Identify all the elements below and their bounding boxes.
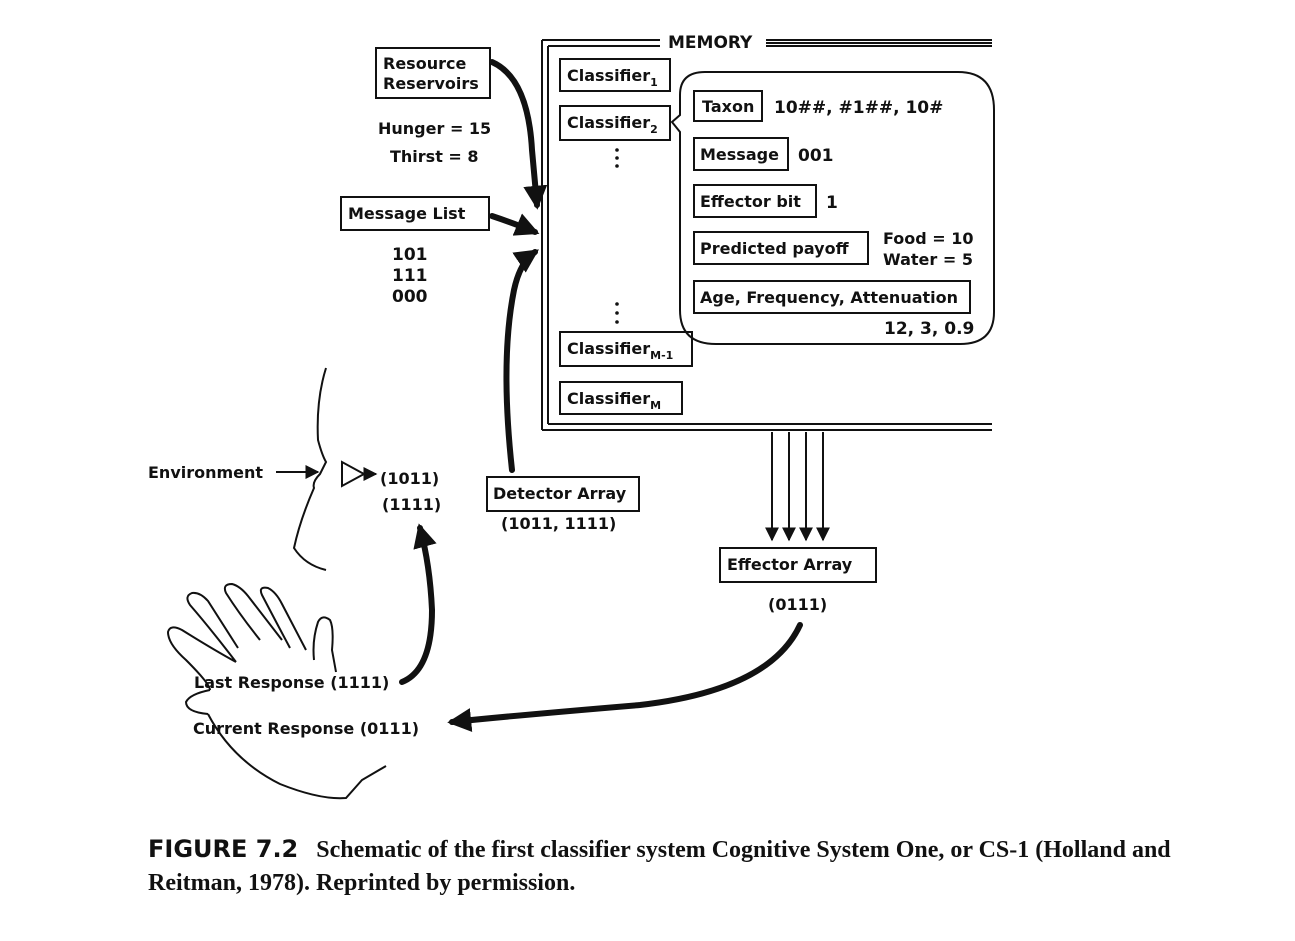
svg-text:ClassifierM: ClassifierM <box>567 389 661 412</box>
detector-array-value: (1011, 1111) <box>501 514 616 533</box>
message-value: 001 <box>798 146 834 166</box>
classifier-m: ClassifierM <box>559 381 683 415</box>
taxon-label: Taxon <box>702 97 754 116</box>
classifier-ellipsis-bottom <box>615 302 619 324</box>
classifier-m-sub: M <box>650 399 661 412</box>
effector-array: Effector Array (0111) <box>719 547 877 614</box>
memory-to-effector-arrows <box>765 432 830 542</box>
classifier-2: Classifier2 <box>559 105 671 141</box>
resource-label-line1: Resource <box>383 54 466 73</box>
classifier-ellipsis-top <box>615 148 619 168</box>
eye-icon <box>341 460 367 488</box>
responses: Last Response (1111) Current Response (0… <box>193 673 419 738</box>
head-profile <box>292 367 378 571</box>
environment-label: Environment <box>148 463 263 482</box>
message-list-item-3: 000 <box>392 287 428 307</box>
taxon-row: Taxon 10##, #1##, 10# <box>693 90 943 122</box>
predicted-payoff-label: Predicted payoff <box>700 239 850 258</box>
message-list-item-2: 111 <box>392 266 428 286</box>
resource-arrow <box>489 59 548 210</box>
predicted-payoff-row: Predicted payoff Food = 10 Water = 5 <box>693 229 974 269</box>
resource-reservoirs: Resource Reservoirs Hunger = 15 Thirst =… <box>375 47 491 166</box>
svg-text:ClassifierM-1: ClassifierM-1 <box>567 339 673 362</box>
message-list-item-1: 101 <box>392 245 428 265</box>
last-response-arrow <box>399 523 437 685</box>
svg-text:Classifier1: Classifier1 <box>567 66 658 89</box>
detector-arrow <box>503 249 539 473</box>
environment: Environment (1011) (1111) <box>148 463 441 514</box>
effector-array-value: (0111) <box>768 595 827 614</box>
last-response: Last Response (1111) <box>194 673 389 692</box>
message-list-arrow <box>489 213 540 236</box>
age-frequency-label: Age, Frequency, Attenuation <box>700 288 958 307</box>
classifier-m-1: ClassifierM-1 <box>559 331 693 367</box>
detector-array-label: Detector Array <box>493 484 627 503</box>
message-list: Message List 101 111 000 <box>340 196 490 307</box>
classifier-detail-bubble <box>670 71 995 345</box>
current-response: Current Response (0111) <box>193 719 419 738</box>
classifier-1-sub: 1 <box>650 76 658 89</box>
hunger-value: Hunger = 15 <box>378 119 491 138</box>
effector-array-label: Effector Array <box>727 555 853 574</box>
hand-icon <box>166 582 387 800</box>
effector-bit-row: Effector bit 1 <box>693 184 838 218</box>
classifier-2-label: Classifier <box>567 113 650 132</box>
age-frequency-value: 12, 3, 0.9 <box>884 319 974 339</box>
classifier-1: Classifier1 <box>559 58 671 92</box>
classifier-m-1-sub: M-1 <box>650 349 673 362</box>
figure-number: FIGURE 7.2 <box>148 835 299 863</box>
resource-label-line2: Reservoirs <box>383 74 479 93</box>
payoff-food: Food = 10 <box>883 229 974 248</box>
thirst-value: Thirst = 8 <box>390 147 479 166</box>
environment-input-1: (1011) <box>380 469 439 488</box>
age-frequency-row: Age, Frequency, Attenuation 12, 3, 0.9 <box>693 280 974 339</box>
classifier-1-label: Classifier <box>567 66 650 85</box>
memory-title: MEMORY <box>668 33 753 53</box>
detector-array: Detector Array (1011, 1111) <box>486 476 640 533</box>
classifier-m-label: Classifier <box>567 389 650 408</box>
figure-caption-text: Schematic of the first classifier system… <box>148 837 1171 896</box>
environment-input-2: (1111) <box>382 495 441 514</box>
effector-to-response-arrow <box>447 622 803 732</box>
payoff-water: Water = 5 <box>883 250 973 269</box>
taxon-value: 10##, #1##, 10# <box>774 98 943 118</box>
message-list-label: Message List <box>348 204 466 223</box>
svg-text:Classifier2: Classifier2 <box>567 113 658 136</box>
memory-frame: MEMORY <box>541 33 992 431</box>
classifier-2-sub: 2 <box>650 123 658 136</box>
message-label: Message <box>700 145 779 164</box>
classifier-m-1-label: Classifier <box>567 339 650 358</box>
effector-bit-label: Effector bit <box>700 192 801 211</box>
message-row: Message 001 <box>693 137 834 171</box>
effector-bit-value: 1 <box>826 193 838 213</box>
